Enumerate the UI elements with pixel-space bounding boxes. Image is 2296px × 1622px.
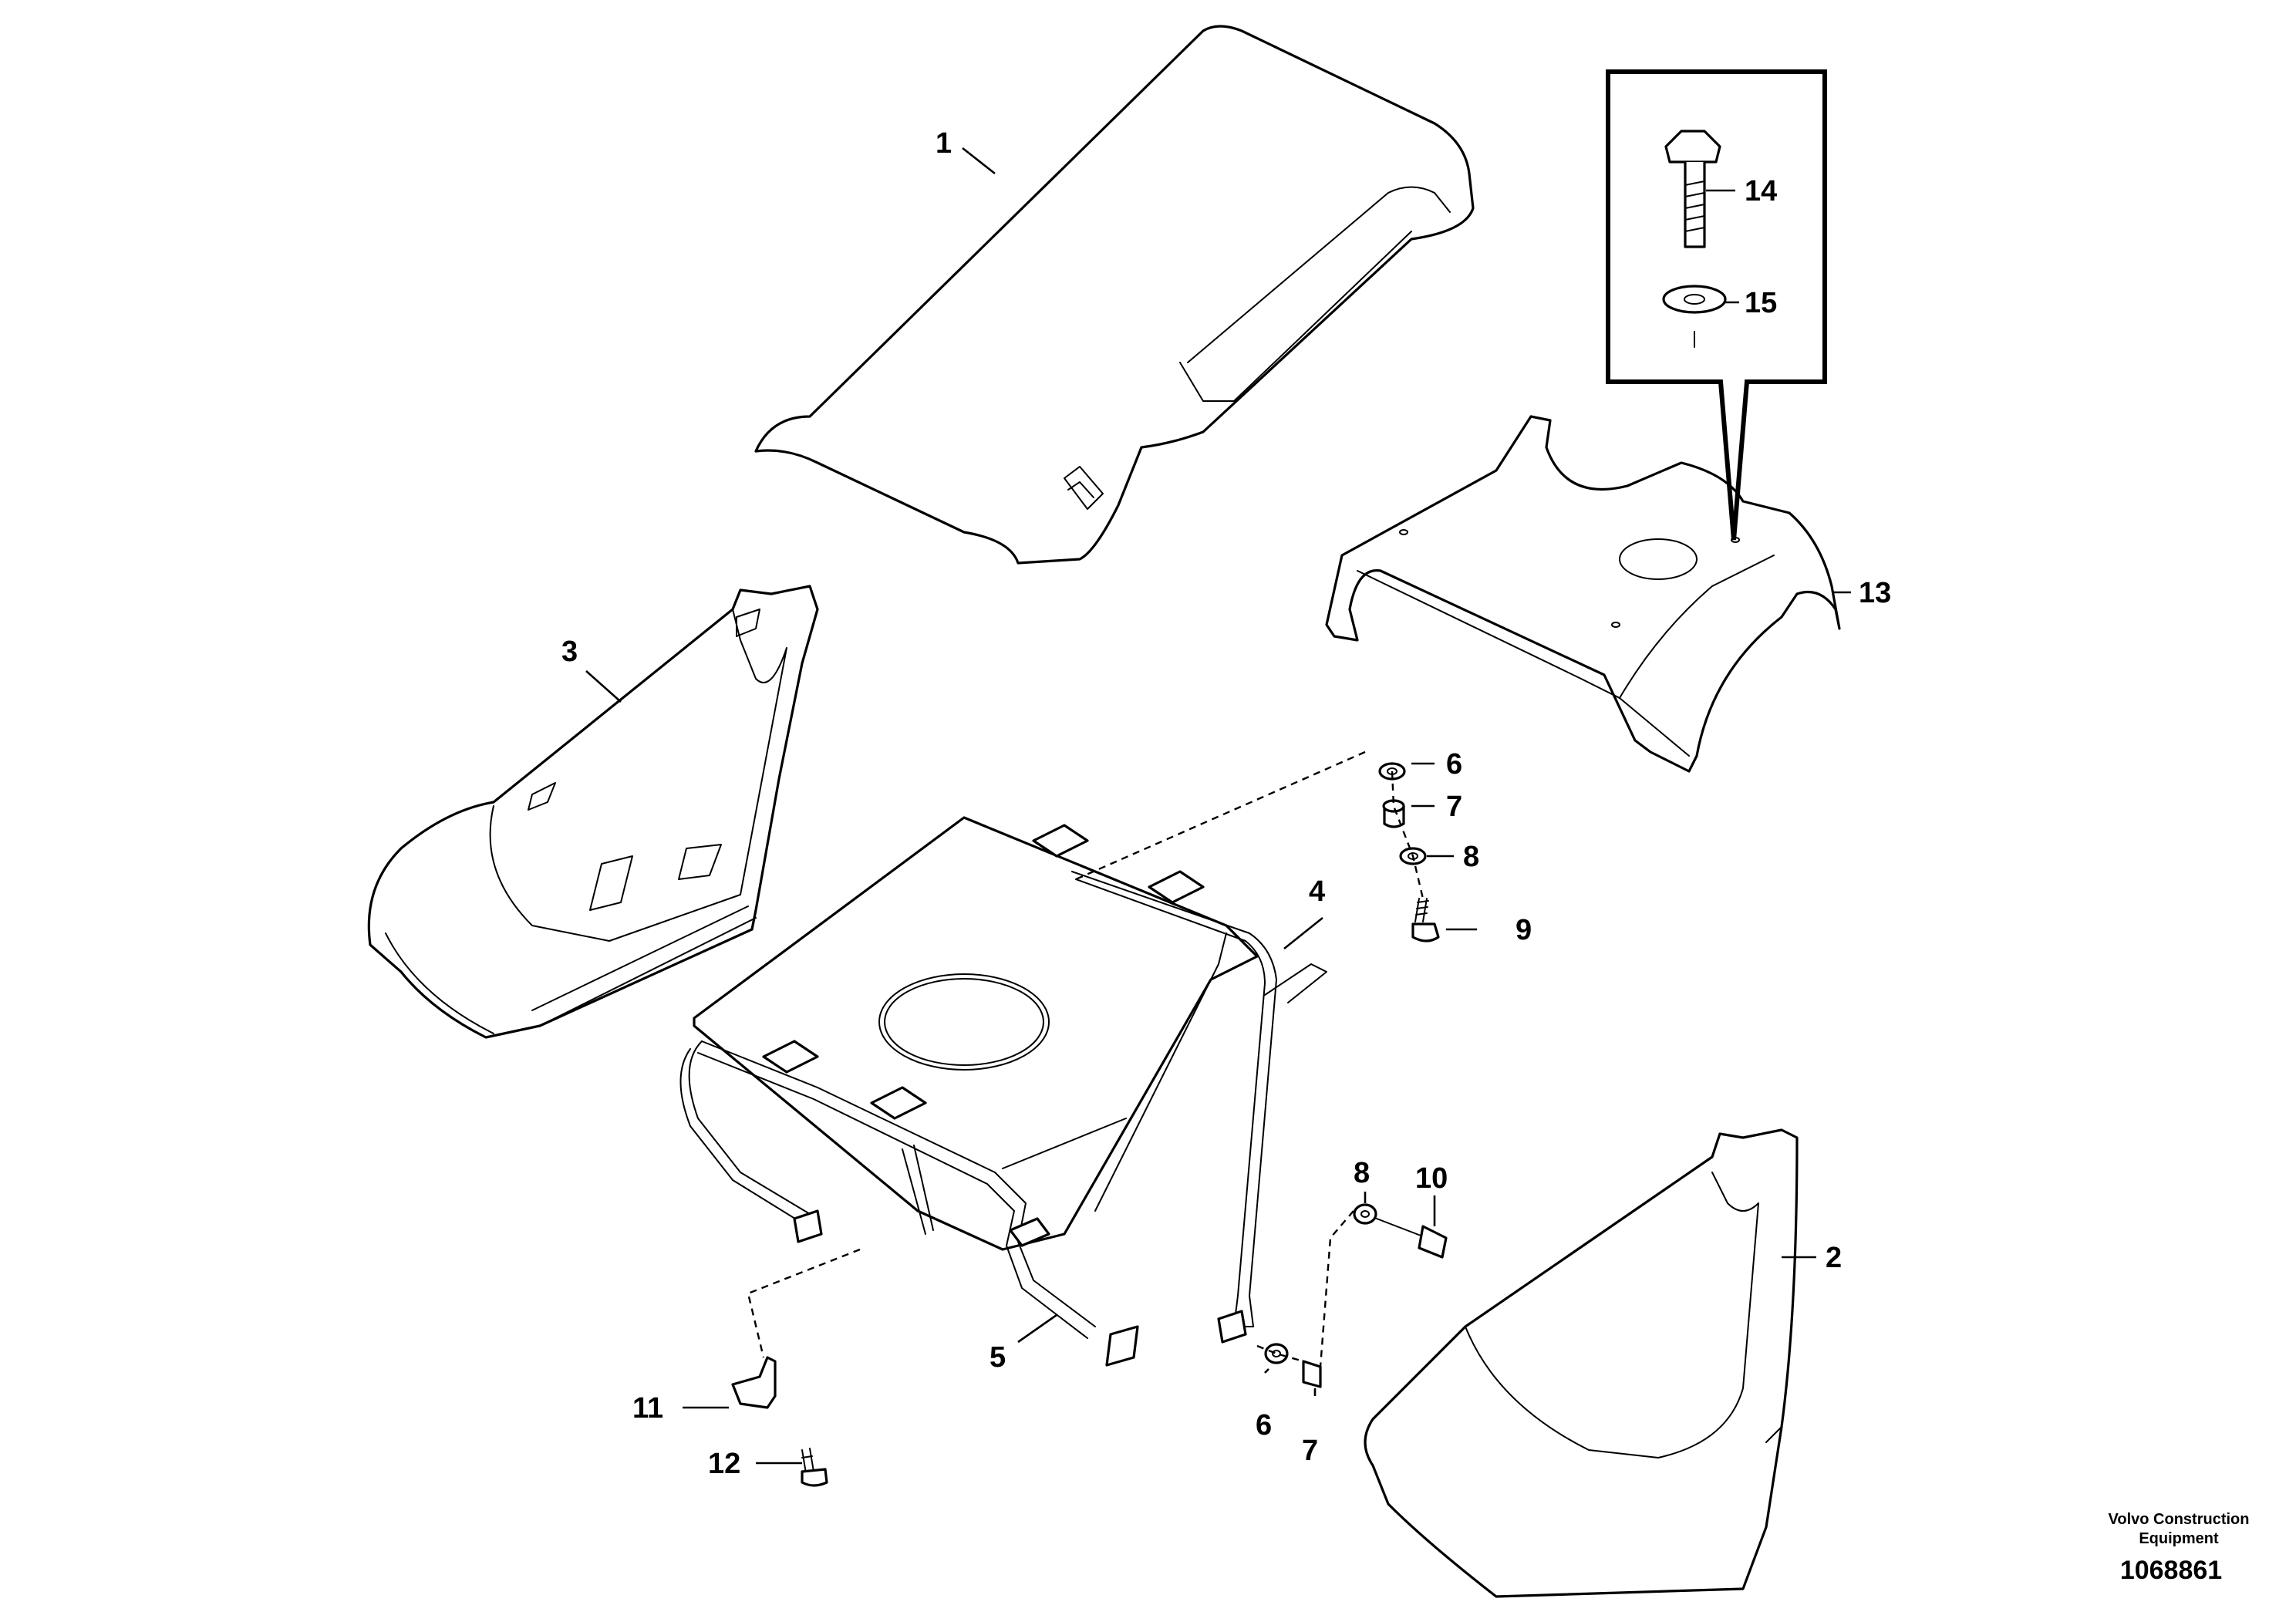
callout-3: 3 — [561, 636, 578, 668]
floor-plate-part — [693, 816, 1259, 1251]
callout-15: 15 — [1745, 287, 1777, 319]
leader-lines — [585, 147, 1851, 1465]
clamp-hardware — [731, 1356, 828, 1487]
callout-1: 1 — [936, 127, 952, 160]
callout-12: 12 — [708, 1448, 740, 1480]
hardware-stack-upper — [1378, 762, 1440, 943]
callout-2: 2 — [1826, 1242, 1842, 1274]
callout-8-upper: 8 — [1463, 841, 1479, 873]
callout-8-lower: 8 — [1354, 1157, 1370, 1189]
right-side-panel-part — [1364, 1128, 1799, 1598]
callout-5: 5 — [990, 1341, 1006, 1374]
callout-14: 14 — [1745, 175, 1777, 207]
volvo-stamp: Volvo Construction Equipment 1068861 — [2109, 1511, 2250, 1585]
stamp-line2: Equipment — [2139, 1530, 2219, 1547]
callout-11: 11 — [632, 1392, 663, 1425]
stamp-number: 1068861 — [2120, 1556, 2222, 1585]
left-side-panel-part — [367, 585, 819, 1039]
callout-7-lower: 7 — [1302, 1435, 1318, 1467]
callout-13: 13 — [1859, 577, 1891, 609]
callout-6-lower: 6 — [1256, 1409, 1272, 1442]
callout-4: 4 — [1309, 875, 1325, 908]
rear-cover-part — [1325, 415, 1841, 773]
callout-6-upper: 6 — [1446, 748, 1462, 781]
hardware-stack-lower — [1264, 1203, 1448, 1388]
tube-frame-part — [679, 824, 1327, 1367]
assembly-lines — [747, 750, 1424, 1367]
callout-7-upper: 7 — [1446, 791, 1462, 823]
callout-9: 9 — [1515, 914, 1532, 946]
roof-cover-part — [754, 25, 1475, 565]
callout-10: 10 — [1415, 1162, 1448, 1195]
stamp-line1: Volvo Construction — [2109, 1511, 2250, 1528]
callout-labels: 1 2 3 4 5 6 6 7 7 8 8 9 10 11 12 13 14 1… — [561, 127, 1891, 1480]
detail-box — [1606, 69, 1827, 541]
